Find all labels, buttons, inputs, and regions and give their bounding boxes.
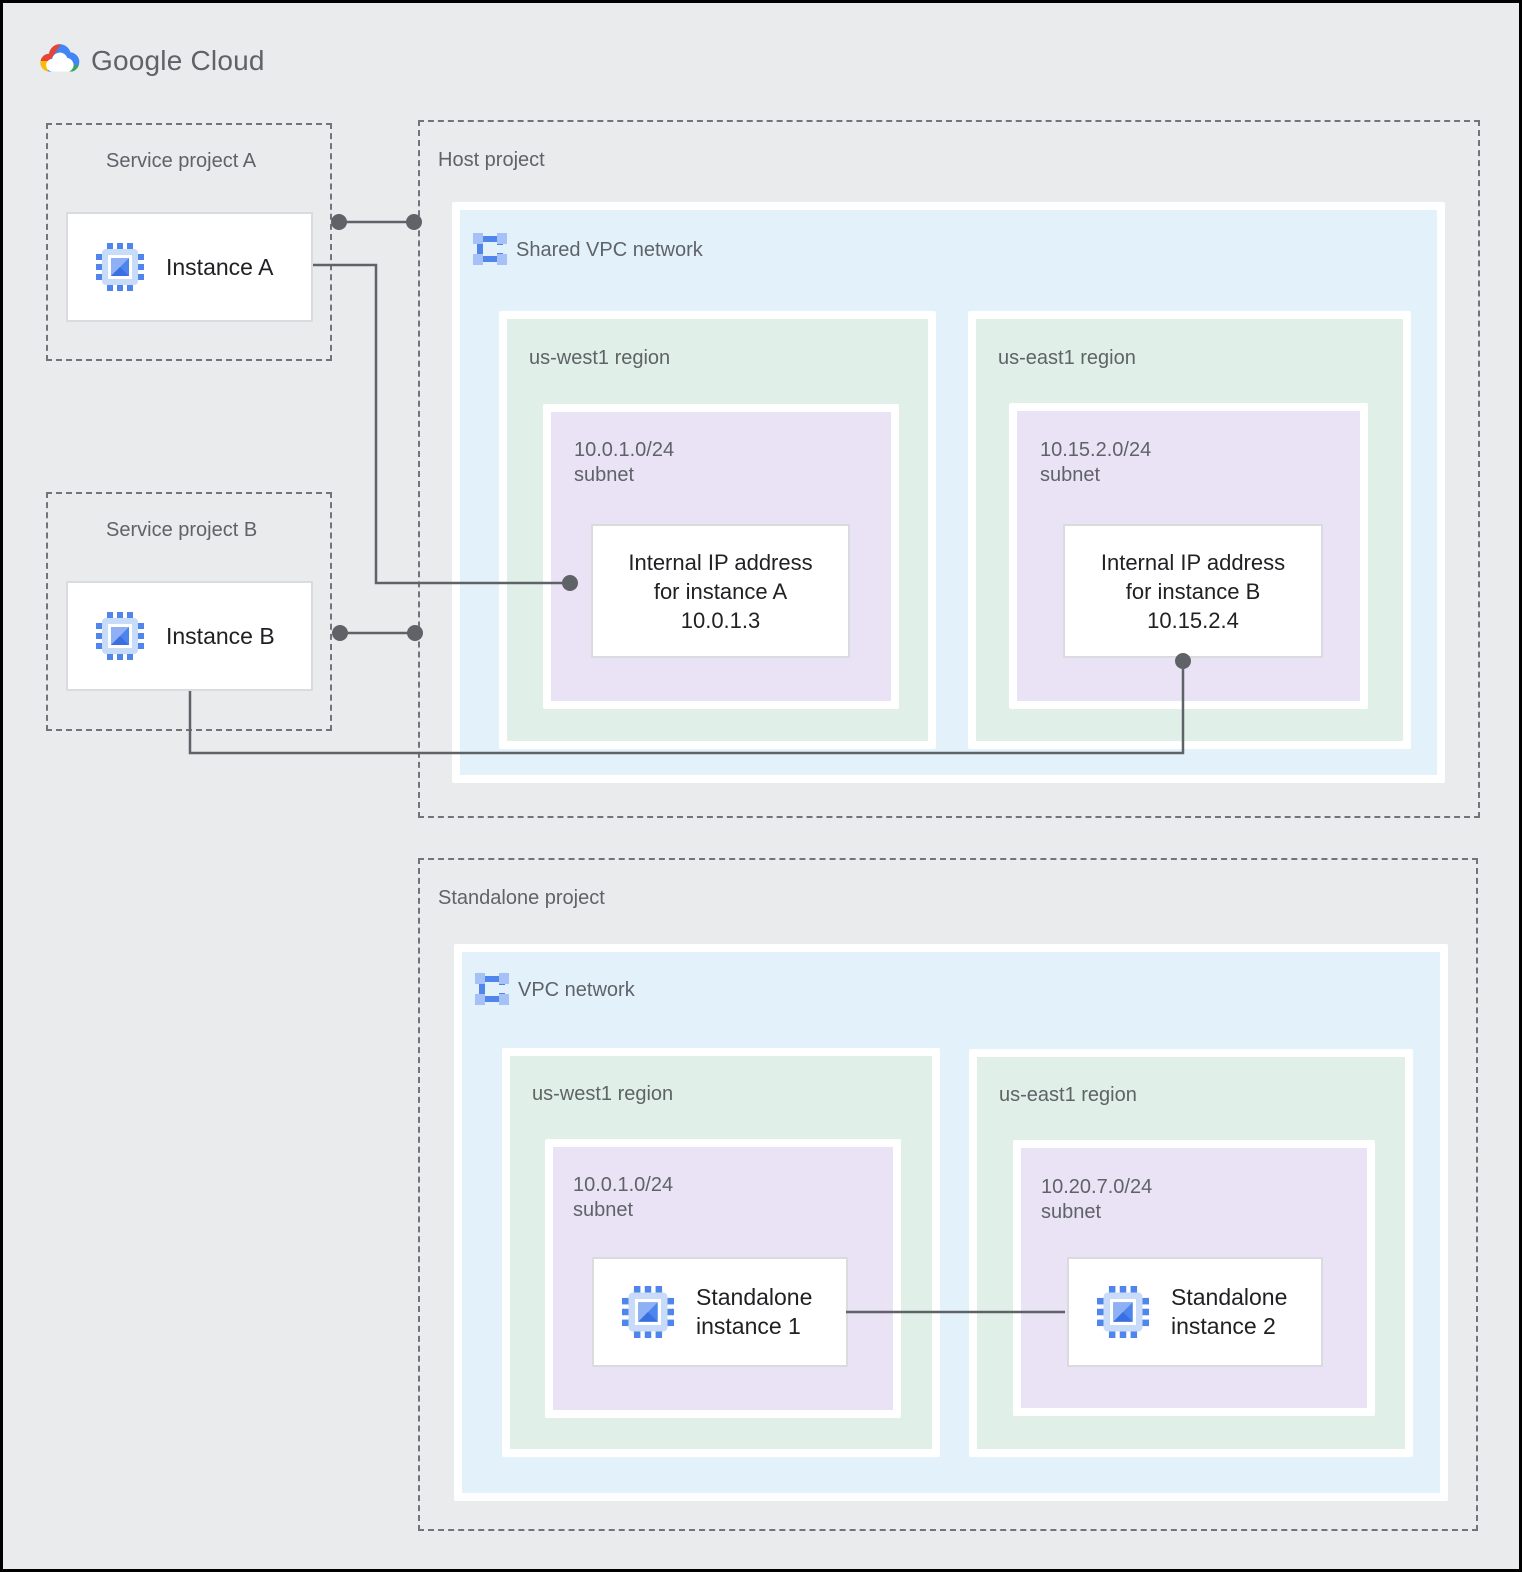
host-project-label: Host project [438,149,545,171]
logo-product: Cloud [190,45,265,76]
host-subnet-us-west1-label: 10.0.1.0/24 subnet [574,438,674,488]
instance-b-card: Instance B [66,581,313,691]
vpc-network-icon [472,231,508,267]
internal-ip-instance-a-card: Internal IP address for instance A 10.0.… [591,524,850,658]
internal-ip-instance-b-text: Internal IP address for instance B 10.15… [1101,548,1285,635]
instance-b-label: Instance B [166,622,275,649]
subnet-word: subnet [573,1199,634,1221]
standalone-instance-2-label: Standalone instance 2 [1171,1283,1287,1341]
ip-card-line: 10.15.2.4 [1147,607,1239,633]
subnet-word: subnet [1040,464,1101,486]
compute-instance-icon [96,612,144,660]
standalone-region-us-east1-label: us-east1 region [999,1084,1137,1106]
instance-a-card: Instance A [66,212,313,322]
endpoint-dot [332,625,348,641]
host-region-us-east1-box: us-east1 region 10.15.2.0/24 subnet Inte… [968,311,1411,749]
subnet-word: subnet [574,464,635,486]
logo-brand: Google [91,45,183,76]
vpc-network-box: VPC network us-west1 region 10.0.1.0/24 … [454,944,1448,1501]
host-subnet-us-east1-box: 10.15.2.0/24 subnet Internal IP address … [1009,403,1368,709]
vpc-network-icon [474,971,510,1007]
instance-line: instance 2 [1171,1313,1276,1339]
shared-vpc-network-label: Shared VPC network [516,239,703,261]
subnet-cidr: 10.0.1.0/24 [573,1174,674,1196]
service-project-b-label: Service project B [106,519,258,541]
host-subnet-us-east1-label: 10.15.2.0/24 subnet [1040,438,1151,488]
ip-card-line: for instance A [653,578,788,604]
subnet-cidr: 10.15.2.0/24 [1040,439,1152,461]
vpc-network-label: VPC network [518,979,635,1001]
google-cloud-logo-icon [36,39,86,81]
service-project-a-label: Service project A [106,150,257,172]
subnet-cidr: 10.20.7.0/24 [1041,1176,1153,1198]
host-region-us-east1-label: us-east1 region [998,347,1136,369]
compute-instance-icon [1097,1286,1149,1338]
host-project-box: Host project Shared V [418,120,1480,818]
instance-line: Standalone [1171,1284,1288,1310]
standalone-project-label: Standalone project [438,887,605,909]
service-project-a-box: Service project A Instance A [46,123,332,361]
standalone-subnet-us-east1-box: 10.20.7.0/24 subnet [1013,1140,1375,1416]
standalone-instance-2-card: Standalone instance 2 [1067,1257,1323,1367]
subnet-cidr: 10.0.1.0/24 [574,439,675,461]
service-project-b-box: Service project B Instance B [46,492,332,731]
instance-line: instance 1 [696,1313,801,1339]
host-region-us-west1-box: us-west1 region 10.0.1.0/24 subnet Inter… [499,311,936,749]
internal-ip-instance-b-card: Internal IP address for instance B 10.15… [1063,524,1323,658]
standalone-region-us-west1-label: us-west1 region [532,1083,674,1105]
compute-instance-icon [96,243,144,291]
ip-card-line: 10.0.1.3 [680,607,761,633]
subnet-word: subnet [1041,1201,1102,1223]
standalone-region-us-east1-box: us-east1 region 10.20.7.0/24 subnet [969,1049,1413,1457]
google-cloud-wordmark: Google Cloud [91,44,265,78]
standalone-region-us-west1-box: us-west1 region 10.0.1.0/24 subnet [502,1048,940,1457]
standalone-instance-1-card: Standalone instance 1 [592,1257,848,1367]
host-region-us-west1-label: us-west1 region [529,347,671,369]
ip-card-line: Internal IP address [628,549,813,575]
standalone-instance-1-label: Standalone instance 1 [696,1283,812,1341]
ip-card-line: for instance B [1125,578,1261,604]
compute-instance-icon [622,1286,674,1338]
instance-a-label: Instance A [166,253,274,280]
endpoint-dot [331,214,347,230]
host-subnet-us-west1-box: 10.0.1.0/24 subnet Internal IP address f… [543,404,899,709]
ip-card-line: Internal IP address [1100,549,1286,575]
standalone-subnet-us-west1-box: 10.0.1.0/24 subnet [545,1139,901,1418]
standalone-project-box: Standalone project VP [418,858,1478,1531]
internal-ip-instance-a-text: Internal IP address for instance A 10.0.… [628,548,812,635]
standalone-subnet-us-west1-label: 10.0.1.0/24 subnet [573,1173,673,1223]
instance-line: Standalone [696,1284,813,1310]
shared-vpc-network-box: Shared VPC network us-west1 region 10.0.… [452,202,1445,783]
standalone-subnet-us-east1-label: 10.20.7.0/24 subnet [1041,1175,1152,1225]
